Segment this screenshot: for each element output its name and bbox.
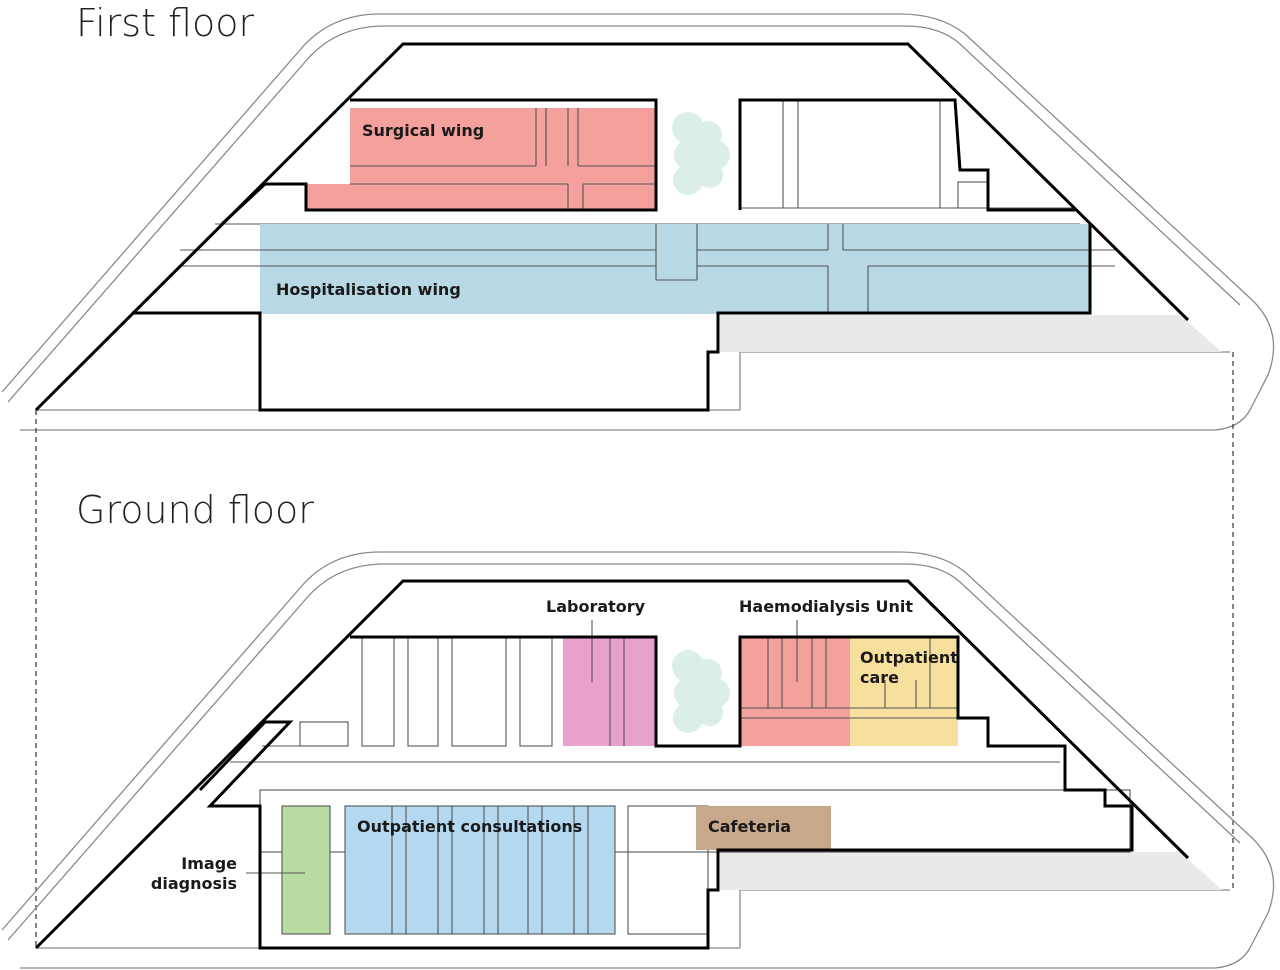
first-floor-terrace [720, 315, 1222, 352]
first-floor-right-block [738, 98, 1075, 212]
ground-floor-terrace [720, 852, 1222, 890]
outpatient-consultations-label: Outpatient consultations [357, 817, 582, 836]
ground-floor-courtyard-tree [672, 650, 730, 733]
hospitalisation-wing-zone [260, 224, 1090, 314]
cafeteria-label: Cafeteria [708, 817, 791, 836]
image-diagnosis-label-line1: Image [181, 854, 237, 873]
first-floor-site-outline [1, 13, 1275, 431]
laboratory-room-lines [609, 637, 625, 746]
haemodialysis-label: Haemodialysis Unit [739, 597, 913, 616]
ground-floor-upper-rooms [299, 636, 553, 747]
laboratory-label: Laboratory [546, 597, 646, 616]
haemodialysis-room-lines [740, 637, 988, 719]
first-floor-plan [1, 13, 1275, 431]
ground-floor-empty-room [627, 805, 709, 935]
first-floor-building-outline [34, 42, 1190, 412]
outpatient-care-label-line2: care [860, 668, 899, 687]
first-floor-courtyard-tree [672, 112, 730, 195]
ground-floor-site-outline-inner [7, 563, 1241, 941]
consultations-room-lines [344, 805, 616, 935]
hospitalisation-room-lines [260, 224, 1090, 314]
ground-floor-plan [1, 551, 1275, 969]
ground-floor-title: Ground floor [76, 488, 314, 532]
ground-floor-site-outline [1, 551, 1275, 969]
ground-floor-building-core [198, 635, 1134, 950]
surgical-wing-label: Surgical wing [362, 121, 484, 140]
first-floor-site-outline-inner [7, 25, 1241, 403]
image-diagnosis-label-line2: diagnosis [151, 874, 237, 893]
cafeteria-zone [696, 806, 831, 850]
first-floor-title: First floor [76, 1, 254, 45]
first-floor-right-rooms [740, 100, 1075, 209]
ground-floor-building-outline [34, 579, 1190, 950]
image-diagnosis-zone [281, 805, 331, 935]
surgical-room-lines [350, 108, 656, 210]
outpatient-care-zone [850, 637, 958, 746]
first-floor-lower-block [132, 224, 1092, 412]
outpatient-care-label-line1: Outpatient [860, 648, 958, 667]
first-floor-building-core [220, 98, 658, 226]
haemodialysis-zone [740, 637, 850, 746]
hospitalisation-wing-label: Hospitalisation wing [276, 280, 461, 299]
outpatient-consultations-zone [345, 806, 615, 934]
